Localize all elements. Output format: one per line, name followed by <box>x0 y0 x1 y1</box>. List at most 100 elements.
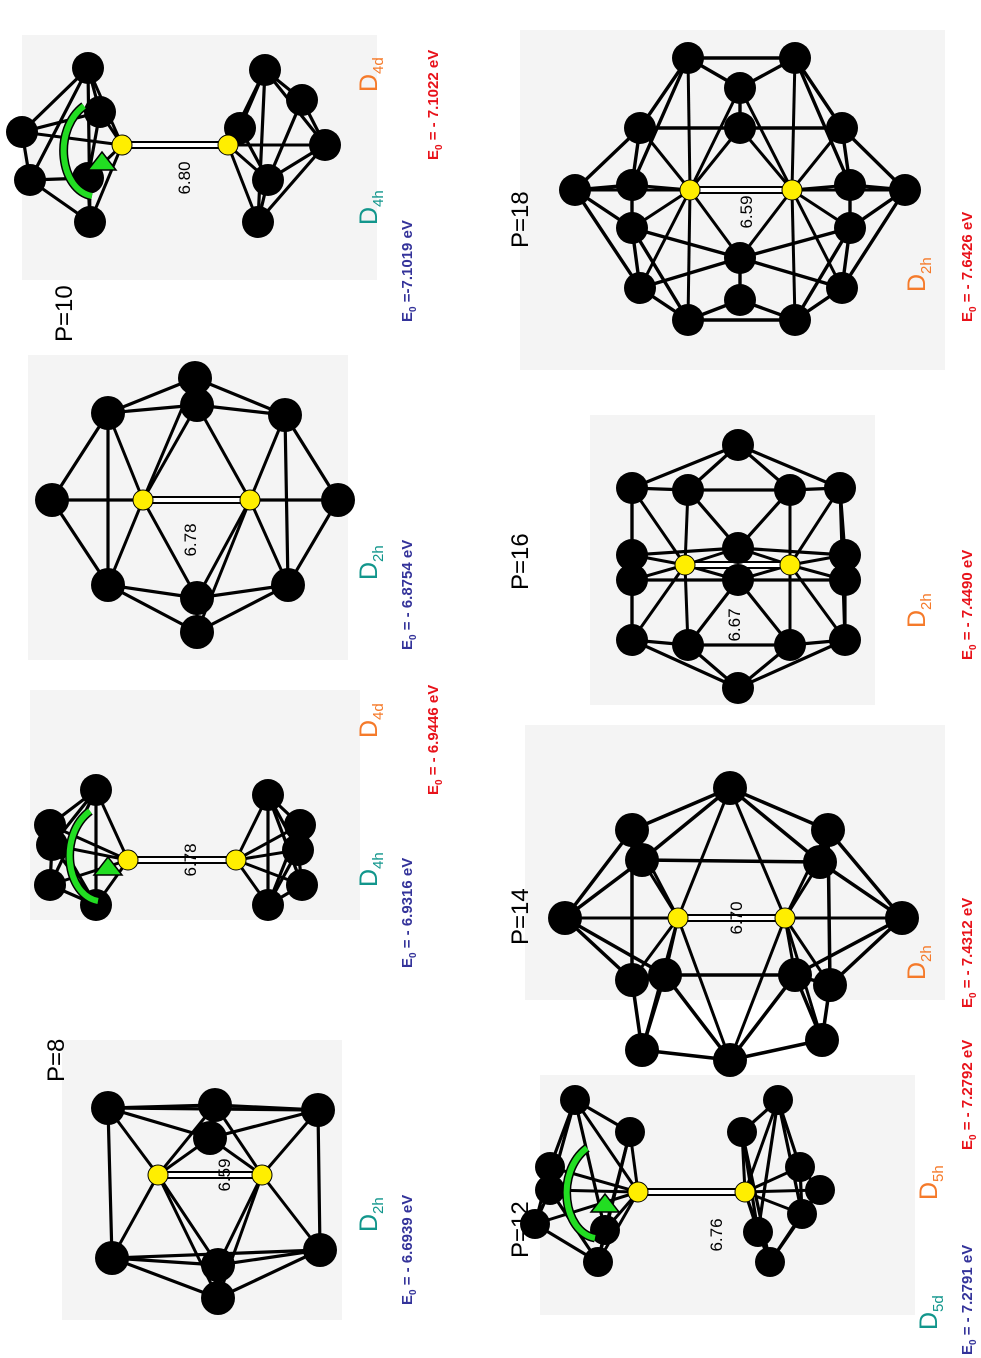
bond <box>630 786 732 832</box>
point-group-text: D2h <box>903 945 935 980</box>
atom <box>282 834 314 866</box>
atom <box>672 304 704 336</box>
atom <box>271 568 305 602</box>
atom <box>724 242 756 274</box>
energy-label: E0 = - 7.4490 eV <box>959 550 979 660</box>
atom <box>755 1247 785 1277</box>
atom <box>284 809 316 841</box>
point-group-text: D4d <box>355 57 387 92</box>
point-group-sub: 2h <box>918 593 935 610</box>
energy-label: E0 = - 7.2791 eV <box>959 1245 979 1355</box>
atom <box>548 901 582 935</box>
atom <box>803 845 837 879</box>
bond <box>256 143 327 224</box>
atom <box>252 164 284 196</box>
atom <box>616 539 648 571</box>
atom <box>242 206 274 238</box>
bond <box>663 973 732 1062</box>
atom <box>321 483 355 517</box>
bond <box>640 858 822 864</box>
atom <box>286 84 318 116</box>
atom <box>722 532 754 564</box>
energy-prefix: E <box>959 1140 976 1150</box>
atom <box>201 1281 235 1315</box>
atom <box>590 1215 620 1245</box>
atom <box>672 42 704 74</box>
cluster-p10-d4h <box>6 52 341 238</box>
atom <box>648 958 682 992</box>
atom <box>520 1209 550 1239</box>
cluster-p8-d4h <box>34 774 318 921</box>
center-atom <box>734 1181 756 1203</box>
atom <box>91 568 125 602</box>
point-group-sub: 5d <box>930 1295 947 1312</box>
atom <box>616 564 648 596</box>
energy-prefix: E <box>959 998 976 1008</box>
atom <box>713 1043 747 1077</box>
bond <box>50 411 110 502</box>
energy-label: E0 = - 7.6426 eV <box>959 212 979 322</box>
point-group-text: D2h <box>355 545 387 580</box>
bond <box>213 1103 320 1112</box>
structure-panel <box>62 1040 342 1320</box>
point-group-sub: 5h <box>930 1165 947 1182</box>
energy-sub: 0 <box>408 634 419 640</box>
atom <box>91 396 125 430</box>
atom <box>35 483 69 517</box>
point-group-main: D <box>903 962 931 980</box>
atom <box>72 52 104 84</box>
atom <box>724 72 756 104</box>
atom <box>91 1091 125 1125</box>
atom <box>615 813 649 847</box>
green-rotation-arrow-icon <box>59 102 118 201</box>
bond <box>793 916 904 977</box>
point-group-sub: 2h <box>918 945 935 962</box>
bond <box>743 1099 780 1193</box>
distance-label: 6.67 <box>725 608 744 641</box>
bond <box>736 443 842 490</box>
atom <box>763 1085 793 1115</box>
atom <box>722 564 754 596</box>
distance-label: 6.80 <box>175 161 194 194</box>
atom <box>724 284 756 316</box>
energy-prefix: E <box>959 650 976 660</box>
green-rotation-arrow-icon <box>562 1144 621 1243</box>
energy-value: = - 6.6939 eV <box>399 1195 416 1290</box>
bond <box>826 828 904 920</box>
atom <box>6 116 38 148</box>
bond <box>563 828 634 920</box>
point-group-text: D5h <box>915 1165 947 1200</box>
bond <box>686 57 692 191</box>
bond <box>638 189 692 289</box>
atom <box>249 54 281 86</box>
bond <box>195 583 290 634</box>
bond <box>738 256 844 290</box>
atom <box>615 1117 645 1147</box>
bond <box>630 638 740 690</box>
energy-value: = - 6.8754 eV <box>399 540 416 635</box>
point-group-sub: 4d <box>370 703 387 720</box>
atom <box>805 1023 839 1057</box>
energy-sub: 0 <box>968 992 979 998</box>
point-group-sub: 2h <box>918 257 935 274</box>
point-group-label: D2h <box>903 257 935 292</box>
cluster-p14-d2h <box>548 771 919 1077</box>
atom <box>813 968 847 1002</box>
bond <box>676 917 732 1061</box>
atom <box>286 869 318 901</box>
point-group-main: D <box>903 274 931 292</box>
bond <box>156 1174 220 1266</box>
bond <box>728 787 787 919</box>
energy-label: E0 = - 6.6939 eV <box>399 1195 419 1305</box>
bond <box>728 973 797 1062</box>
center-atom <box>779 554 801 576</box>
atom <box>252 889 284 921</box>
energy-value: = - 7.2791 eV <box>959 1245 976 1340</box>
point-group-text: D5d <box>915 1295 947 1330</box>
point-group-text: D4h <box>355 852 387 887</box>
atom <box>268 398 302 432</box>
bond <box>840 188 907 290</box>
energy-prefix: E <box>959 312 976 322</box>
atom <box>36 829 68 861</box>
